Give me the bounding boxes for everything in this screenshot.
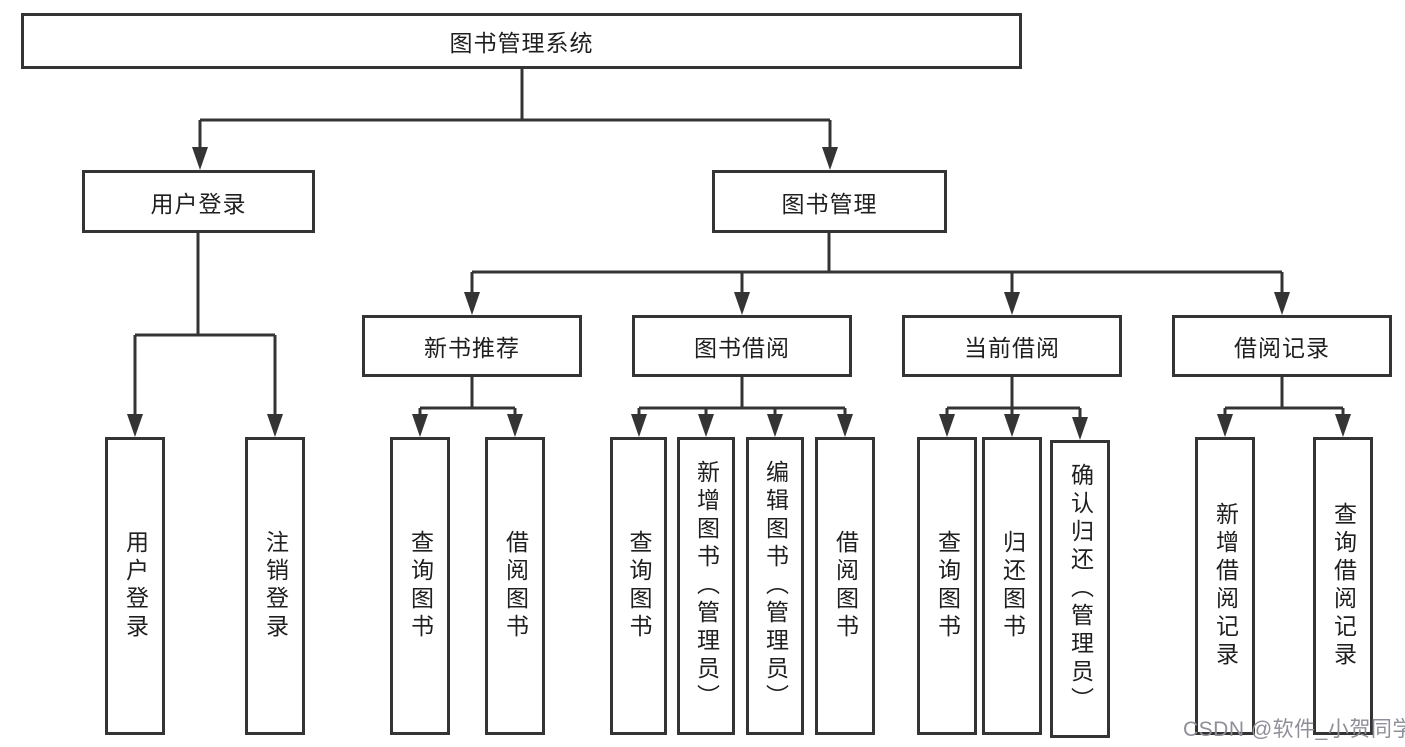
- leaf-edit-books-admin: 编辑图书（管理员）: [746, 437, 804, 735]
- arrow-down-icon: [767, 414, 783, 437]
- leaf-query-books-2: 查询图书: [610, 437, 667, 735]
- node-label: 用户登录: [122, 530, 149, 642]
- node-label: 借阅图书: [502, 530, 529, 642]
- arrow-down-icon: [939, 414, 955, 437]
- node-borrowing-records: 借阅记录: [1172, 315, 1392, 377]
- node-label: 借阅图书: [832, 530, 859, 642]
- node-label: 图书管理系统: [449, 30, 594, 56]
- node-label: 查询图书: [626, 530, 652, 642]
- arrow-down-icon: [267, 414, 283, 437]
- leaf-confirm-return-admin: 确认归还（管理员）: [1050, 440, 1110, 738]
- leaf-logout-login: 注销登录: [245, 437, 305, 735]
- leaf-borrow-books-1: 借阅图书: [485, 437, 545, 735]
- arrow-down-icon: [192, 147, 208, 170]
- arrow-down-icon: [734, 292, 750, 315]
- node-label: 归还图书: [999, 530, 1026, 642]
- node-current-borrowing: 当前借阅: [902, 315, 1122, 377]
- node-label: 编辑图书（管理员）: [762, 460, 789, 712]
- leaf-user-login: 用户登录: [105, 437, 165, 735]
- node-library-management-system: 图书管理系统: [21, 13, 1022, 69]
- watermark: CSDN @软件_小贺同学: [1183, 718, 1405, 741]
- node-book-management: 图书管理: [712, 170, 947, 233]
- node-book-borrowing: 图书借阅: [632, 315, 852, 377]
- node-label: 图书借阅: [694, 335, 790, 361]
- leaf-query-books-3: 查询图书: [917, 437, 977, 735]
- arrow-down-icon: [1274, 292, 1290, 315]
- node-label: 新书推荐: [424, 335, 520, 361]
- arrow-down-icon: [412, 414, 428, 437]
- node-label: 查询借阅记录: [1330, 502, 1357, 670]
- node-user-login: 用户登录: [82, 170, 315, 233]
- arrow-down-icon: [631, 414, 647, 437]
- leaf-borrow-books-2: 借阅图书: [815, 437, 875, 735]
- leaf-query-books-1: 查询图书: [390, 437, 450, 735]
- arrow-down-icon: [507, 414, 523, 437]
- arrow-down-icon: [1004, 292, 1020, 315]
- node-label: 查询图书: [407, 530, 434, 642]
- node-label: 当前借阅: [964, 335, 1060, 361]
- arrow-down-icon: [1004, 414, 1020, 437]
- arrow-down-icon: [822, 147, 838, 170]
- arrow-down-icon: [127, 414, 143, 437]
- leaf-add-borrowing-record: 新增借阅记录: [1195, 437, 1255, 735]
- arrow-down-icon: [1217, 414, 1233, 437]
- leaf-query-borrowing-record: 查询借阅记录: [1313, 437, 1373, 735]
- arrow-down-icon: [1335, 414, 1351, 437]
- node-label: 新增借阅记录: [1212, 502, 1239, 670]
- arrow-down-icon: [698, 414, 714, 437]
- node-new-book-recommendation: 新书推荐: [362, 315, 582, 377]
- node-label: 查询图书: [934, 530, 961, 642]
- node-label: 新增图书（管理员）: [693, 460, 720, 712]
- node-label: 注销登录: [262, 530, 289, 642]
- node-label: 用户登录: [150, 190, 247, 217]
- node-label: 图书管理: [781, 190, 878, 217]
- leaf-add-books-admin: 新增图书（管理员）: [677, 437, 735, 735]
- leaf-return-books: 归还图书: [982, 437, 1042, 735]
- node-label: 借阅记录: [1234, 335, 1330, 361]
- arrow-down-icon: [837, 414, 853, 437]
- arrow-down-icon: [1072, 417, 1088, 440]
- node-label: 确认归还（管理员）: [1067, 463, 1094, 715]
- arrow-down-icon: [464, 292, 480, 315]
